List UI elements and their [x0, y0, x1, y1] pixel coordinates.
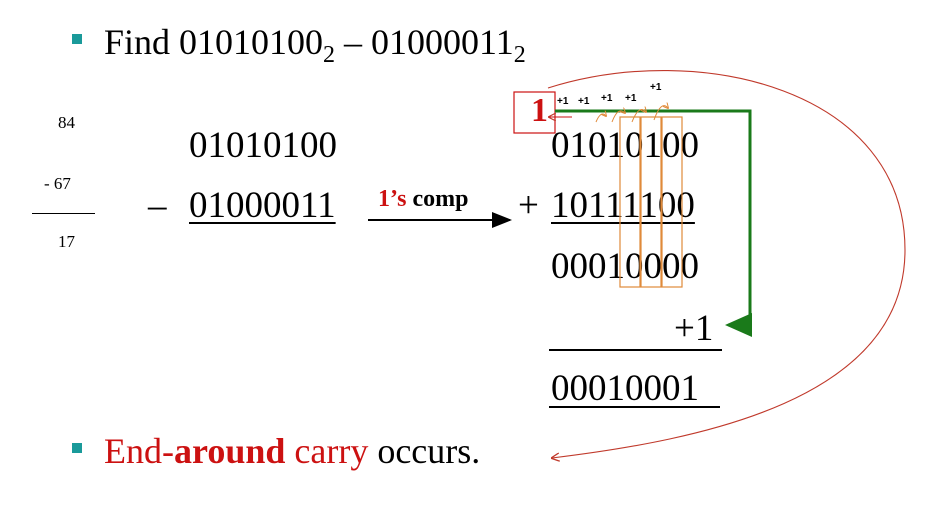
decimal-b: - 67 — [44, 174, 71, 193]
title-separator: – — [335, 22, 372, 62]
bottom-statement: End-around carry occurs. — [104, 433, 480, 469]
left-bottom-operand: 01000011 — [189, 185, 336, 226]
title-bullet-icon — [72, 34, 82, 44]
partial-sum: 00010000 — [551, 246, 699, 287]
title-subtrahend-base: 2 — [513, 42, 526, 68]
carry-out-digit: 1 — [531, 92, 548, 129]
carry-marker: +1 — [578, 96, 590, 107]
end-around-carry-arrow — [555, 109, 752, 337]
carry-marker: +1 — [650, 82, 662, 93]
add-one: +1 — [674, 308, 714, 349]
decimal-a: 84 — [58, 113, 75, 132]
title-subtrahend: 01000011 — [371, 22, 514, 62]
ones-comp-label-part1: 1’s — [378, 186, 407, 212]
carry-arc — [653, 106, 668, 121]
final-result: 00010001 — [551, 368, 699, 409]
carry-arc — [611, 111, 625, 123]
carry-marker: +1 — [625, 93, 637, 104]
carry-marker: +1 — [601, 93, 613, 104]
title-prefix: Find — [104, 22, 180, 62]
bottom-statement-part4: occurs. — [368, 431, 481, 471]
column-box — [640, 116, 662, 288]
decimal-rule — [32, 213, 95, 214]
bottom-statement-part1: End- — [104, 431, 174, 471]
carry-arc — [595, 114, 606, 123]
end-around-curve-arrow — [547, 70, 906, 458]
column-box — [619, 116, 641, 288]
title: Find 010101002 – 010000112 — [104, 24, 526, 73]
right-plus-sign: + — [518, 185, 539, 226]
carry-marker: +1 — [557, 96, 569, 107]
bottom-statement-part2: around — [173, 431, 286, 471]
left-top-operand: 01010100 — [189, 125, 337, 166]
decimal-result: 17 — [58, 232, 75, 251]
ones-comp-label-part2: comp — [406, 186, 469, 212]
right-top-operand: 01010100 — [551, 125, 699, 166]
title-minuend-base: 2 — [323, 42, 336, 68]
title-minuend: 01010100 — [179, 22, 324, 62]
left-minus-sign: – — [148, 185, 167, 226]
right-bottom-operand: 10111100 — [551, 185, 695, 226]
carry-arc — [631, 110, 646, 123]
column-box — [661, 116, 683, 288]
ones-comp-label: 1’s comp — [378, 186, 468, 213]
bottom-statement-part3: carry — [285, 431, 369, 471]
carry-out-box — [513, 91, 556, 134]
bottom-bullet-icon — [72, 443, 82, 453]
